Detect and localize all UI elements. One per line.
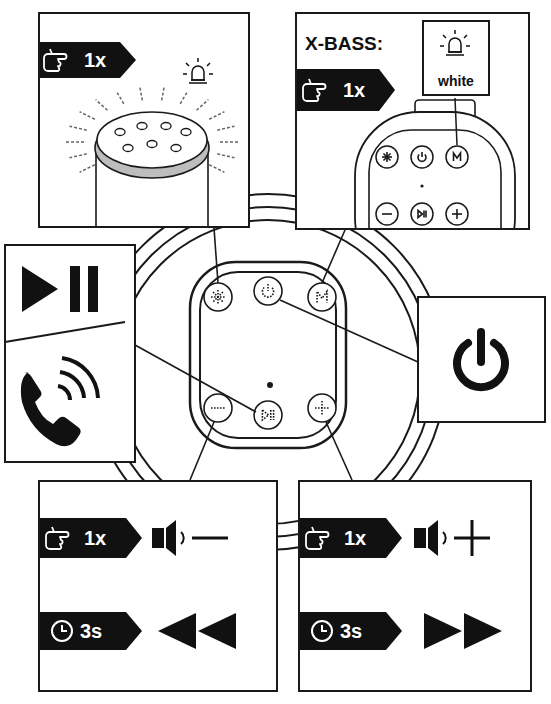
light-button-panel: 1x bbox=[38, 12, 250, 228]
control-button bbox=[254, 401, 282, 429]
play-call-panel bbox=[5, 245, 135, 462]
action-count: 1x bbox=[84, 528, 106, 548]
action-arrow bbox=[300, 518, 402, 558]
panel-icons bbox=[40, 14, 248, 226]
xbass-button-panel: white X-BASS: 1x bbox=[295, 12, 530, 230]
press-icon bbox=[46, 527, 69, 549]
speaker-top-inset bbox=[355, 98, 515, 228]
control-button bbox=[204, 283, 232, 311]
leader-line bbox=[214, 228, 218, 283]
press-icon bbox=[303, 79, 326, 101]
forward-icon bbox=[424, 613, 502, 649]
action-arrow bbox=[40, 518, 142, 558]
rewind-icon bbox=[158, 613, 236, 649]
hold-icon bbox=[312, 621, 332, 641]
action-arrow bbox=[300, 612, 402, 650]
press-icon bbox=[44, 49, 67, 71]
action-count: 3s bbox=[340, 621, 362, 641]
control-button bbox=[254, 277, 282, 305]
control-button bbox=[204, 394, 232, 422]
leader-line bbox=[190, 422, 214, 480]
action-arrow bbox=[40, 42, 136, 78]
control-button bbox=[308, 394, 336, 422]
action-count: 3s bbox=[80, 621, 102, 641]
action-count: 1x bbox=[343, 80, 365, 100]
control-button bbox=[308, 283, 336, 311]
led-indicator-box: white bbox=[422, 20, 490, 96]
mode-heading: X-BASS: bbox=[305, 34, 383, 53]
leader-line bbox=[280, 300, 418, 362]
action-arrow bbox=[297, 69, 395, 111]
led-icon bbox=[440, 30, 470, 55]
panel-icons bbox=[40, 482, 276, 690]
speaker-light-illustration bbox=[66, 87, 238, 226]
led-icon bbox=[183, 58, 213, 83]
action-count: 1x bbox=[344, 528, 366, 548]
panel-icons bbox=[300, 482, 530, 690]
hold-icon bbox=[52, 621, 72, 641]
action-count: 1x bbox=[84, 50, 106, 70]
volume-down-icon bbox=[152, 520, 228, 556]
volume-down-panel: 1x 3s bbox=[38, 480, 278, 692]
power-panel bbox=[418, 297, 545, 422]
led-color-label: white bbox=[424, 74, 488, 88]
volume-up-panel: 1x 3s bbox=[298, 480, 532, 692]
press-icon bbox=[306, 527, 329, 549]
action-arrow bbox=[40, 612, 142, 650]
leader-line bbox=[135, 345, 256, 412]
leader-line bbox=[326, 422, 352, 480]
leader-line bbox=[322, 230, 345, 283]
volume-up-icon bbox=[414, 520, 490, 556]
